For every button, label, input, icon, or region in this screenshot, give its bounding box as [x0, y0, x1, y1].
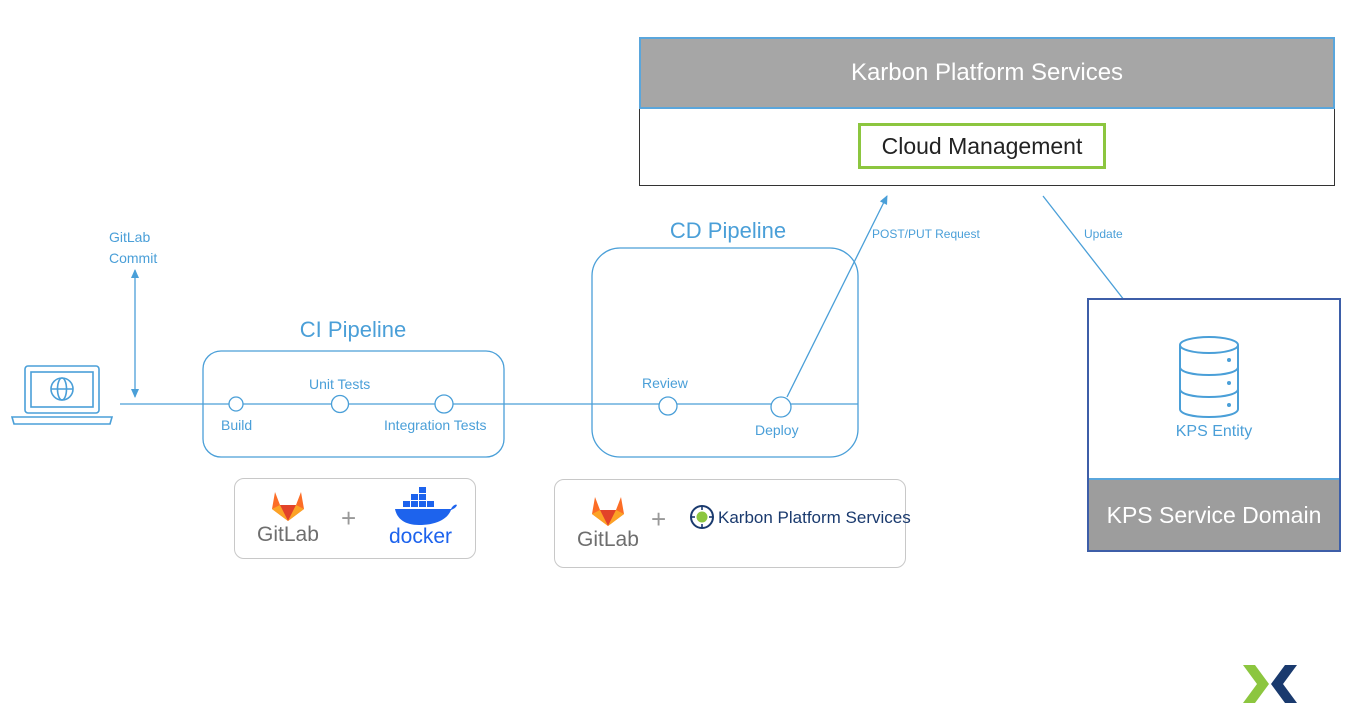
ci-pipeline-title: CI Pipeline	[299, 317, 407, 342]
nutanix-logo-icon	[1243, 665, 1297, 703]
cd-tools-box: GitLab + Karbon Platform Services	[554, 479, 911, 568]
ci-pipeline-box	[202, 350, 505, 458]
laptop-globe-icon	[10, 365, 114, 425]
cd-gitlab-wordmark: GitLab	[577, 528, 639, 551]
kps-entity-label: KPS Entity	[1175, 423, 1253, 440]
post-put-arrow	[786, 195, 888, 398]
gitlab-logo-icon	[272, 492, 304, 521]
kps-service-domain-label: KPS Service Domain	[1089, 478, 1339, 550]
commit-label-line1: GitLab	[109, 229, 151, 245]
cd-pipeline-title: CD Pipeline	[669, 218, 787, 243]
review-node[interactable]	[658, 396, 678, 416]
update-label: Update	[1084, 227, 1123, 241]
stage-build-label: Build	[221, 417, 253, 433]
unit-tests-node[interactable]	[330, 394, 350, 414]
database-icon	[1179, 336, 1239, 419]
commit-label-line2: Commit	[109, 250, 158, 266]
stage-deploy-label: Deploy	[755, 422, 799, 438]
cd-plus: +	[651, 504, 667, 534]
cd-karbon-wordmark: Karbon Platform Services	[718, 508, 911, 527]
cd-pipeline-box	[591, 247, 859, 458]
ci-docker-wordmark: docker	[389, 525, 453, 548]
ci-tools-box: GitLab + docker	[234, 478, 476, 559]
stage-review-label: Review	[642, 375, 688, 391]
gitlab-logo-icon	[592, 497, 624, 526]
ci-gitlab-wordmark: GitLab	[257, 523, 319, 546]
docker-whale-icon	[395, 487, 457, 525]
kps-header: Karbon Platform Services	[639, 37, 1335, 109]
karbon-logo-icon	[690, 505, 714, 529]
integration-tests-node[interactable]	[434, 394, 454, 414]
kps-service-domain-box: KPS Entity KPS Service Domain	[1087, 298, 1341, 552]
cloud-management-box[interactable]: Cloud Management	[858, 123, 1106, 169]
karbon-platform-services-box: Karbon Platform Services Cloud Managemen…	[639, 37, 1335, 186]
deploy-node[interactable]	[770, 396, 792, 418]
build-node[interactable]	[228, 396, 244, 412]
stage-unit-tests-label: Unit Tests	[309, 376, 371, 392]
post-put-label: POST/PUT Request	[872, 227, 980, 241]
stage-integration-tests-label: Integration Tests	[384, 417, 487, 433]
ci-plus: +	[341, 503, 357, 533]
